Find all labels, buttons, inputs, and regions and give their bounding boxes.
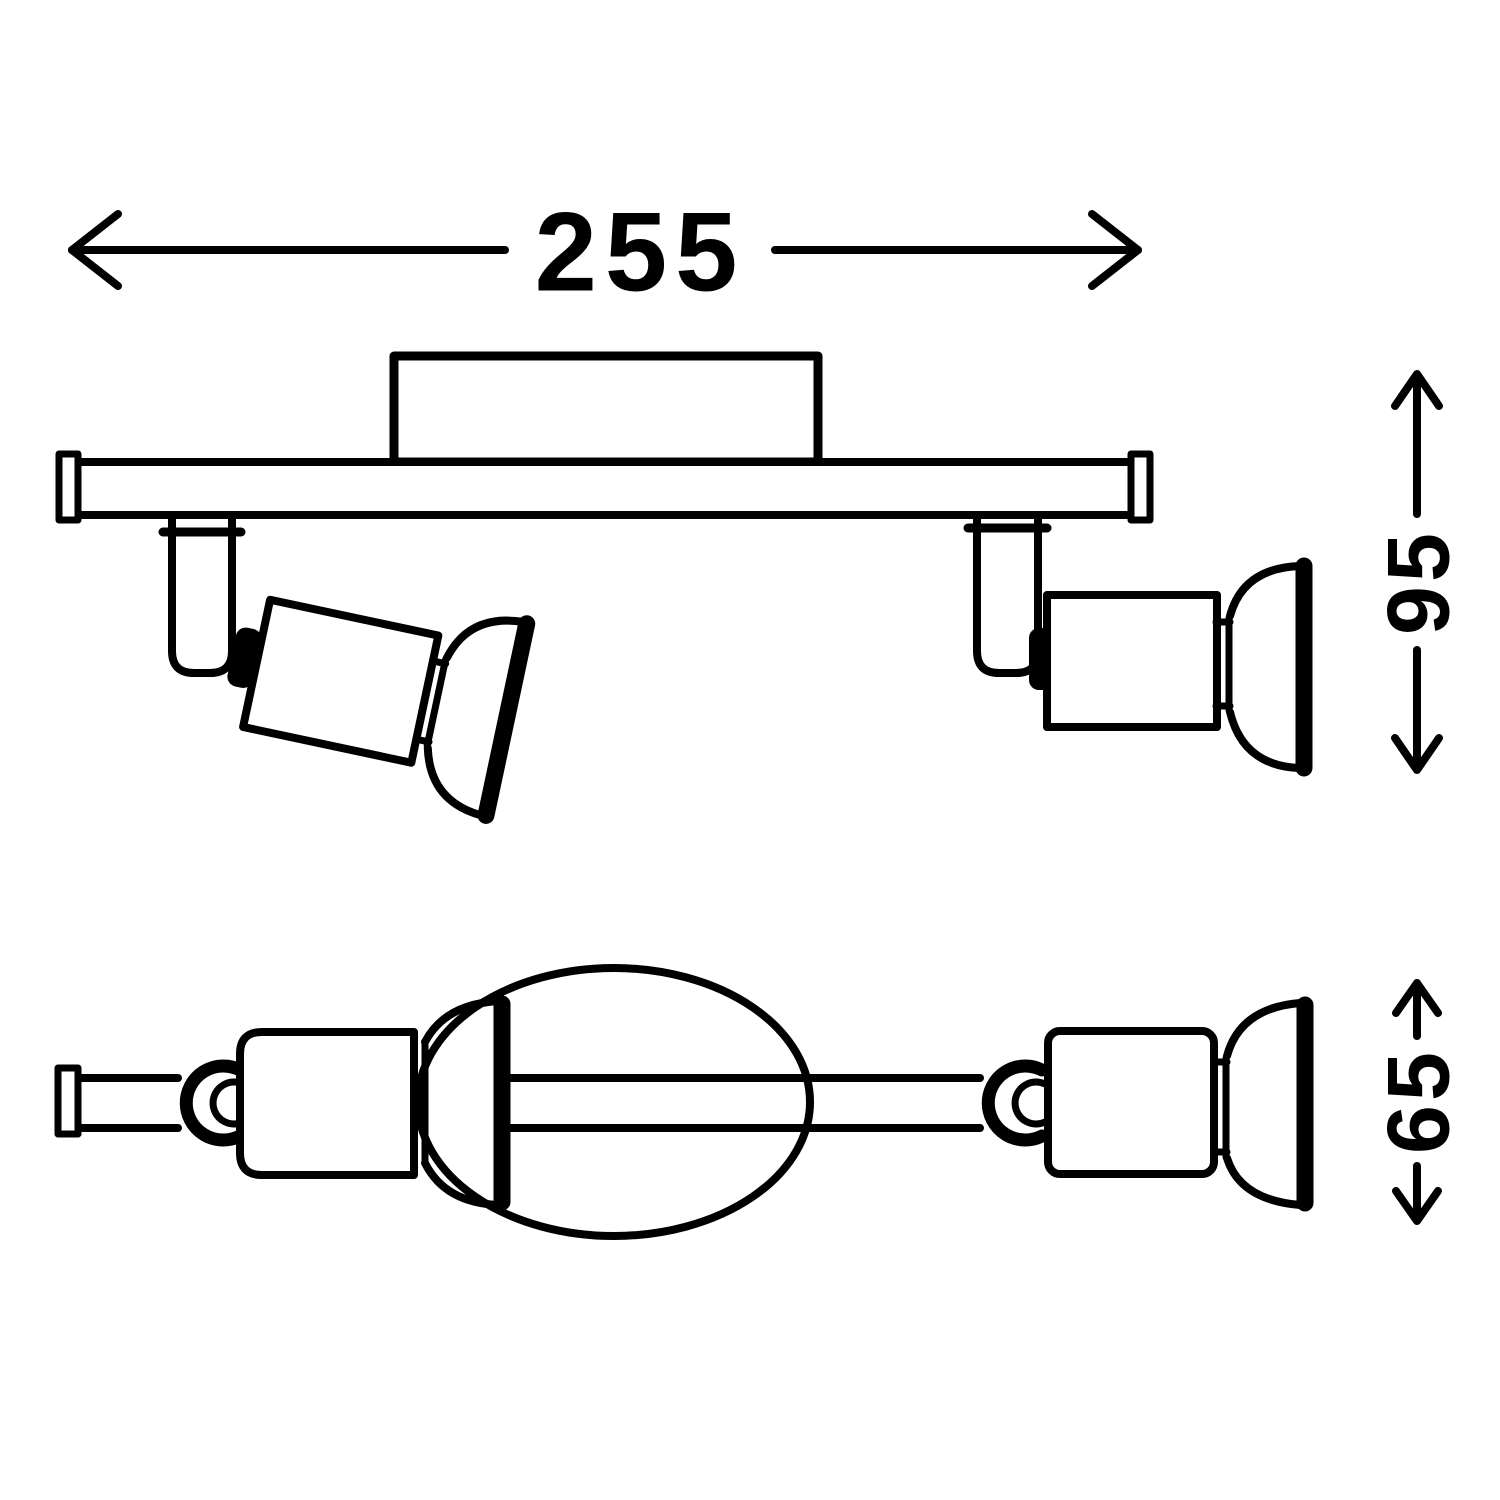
right-neck-nubs [1212, 618, 1234, 710]
depth-dimension-value: 65 [1369, 1048, 1468, 1154]
right-stem [973, 511, 1042, 677]
bar-right-segment [504, 1074, 984, 1132]
width-dimension: 255 [68, 189, 1142, 314]
right-bell-bottom-profile [1223, 1154, 1304, 1209]
arrowhead-down-icon [1391, 734, 1443, 774]
depth-dimension: 65 [1369, 979, 1468, 1225]
arrowhead-down-icon-2 [1392, 1187, 1442, 1225]
height-dimension-value: 95 [1369, 529, 1468, 635]
bar-end-cap-right [1127, 450, 1154, 524]
right-neck-nubs-bottom [1210, 1058, 1231, 1156]
left-lamp-body-bottom [236, 1028, 418, 1179]
left-bell-bottom-curve [423, 743, 486, 820]
width-dimension-value: 255 [535, 189, 746, 314]
left-clamp-inner-arc [209, 1078, 247, 1128]
right-bell-top-curve [1226, 562, 1304, 620]
left-bell-bottom-profile [421, 1159, 503, 1209]
left-bell-rim [477, 615, 536, 824]
bottom-view [54, 964, 1314, 1240]
right-clamp-inner-arc [1011, 1078, 1049, 1128]
left-swivel-clamp [179, 1059, 247, 1147]
left-bell-top-curve [442, 616, 528, 662]
left-spot-head-bottom [236, 995, 511, 1211]
bar-end-cap-left [55, 450, 82, 524]
right-lamp-body-bottom [1044, 1027, 1218, 1178]
left-stem [168, 511, 236, 677]
bar-end-cap-bottom-view [54, 1064, 82, 1138]
left-lamp-neck [423, 656, 450, 750]
left-spot-head [227, 595, 536, 824]
arrowhead-right-icon [1088, 210, 1142, 290]
right-bell-top-profile [1223, 999, 1304, 1060]
left-neck-nubs [412, 657, 450, 746]
canopy-box [389, 351, 823, 467]
height-dimension: 95 [1369, 370, 1468, 774]
left-clamp-outer-arc [179, 1059, 247, 1147]
right-lamp-body [1043, 591, 1221, 731]
right-clamp-outer-arc [981, 1059, 1049, 1147]
arrowhead-left-icon [68, 210, 122, 290]
right-spot-head [1029, 557, 1313, 777]
left-bell-top-profile [421, 997, 503, 1046]
right-spot-head-bottom [1044, 996, 1314, 1212]
bar-left-segment [74, 1074, 182, 1132]
left-lamp-body [239, 595, 443, 767]
right-swivel-clamp [981, 1059, 1049, 1147]
right-bell-bottom-curve [1226, 708, 1304, 772]
mounting-bar [72, 458, 1136, 519]
front-view [55, 351, 1313, 824]
left-bell-opening-ellipse [414, 964, 814, 1240]
